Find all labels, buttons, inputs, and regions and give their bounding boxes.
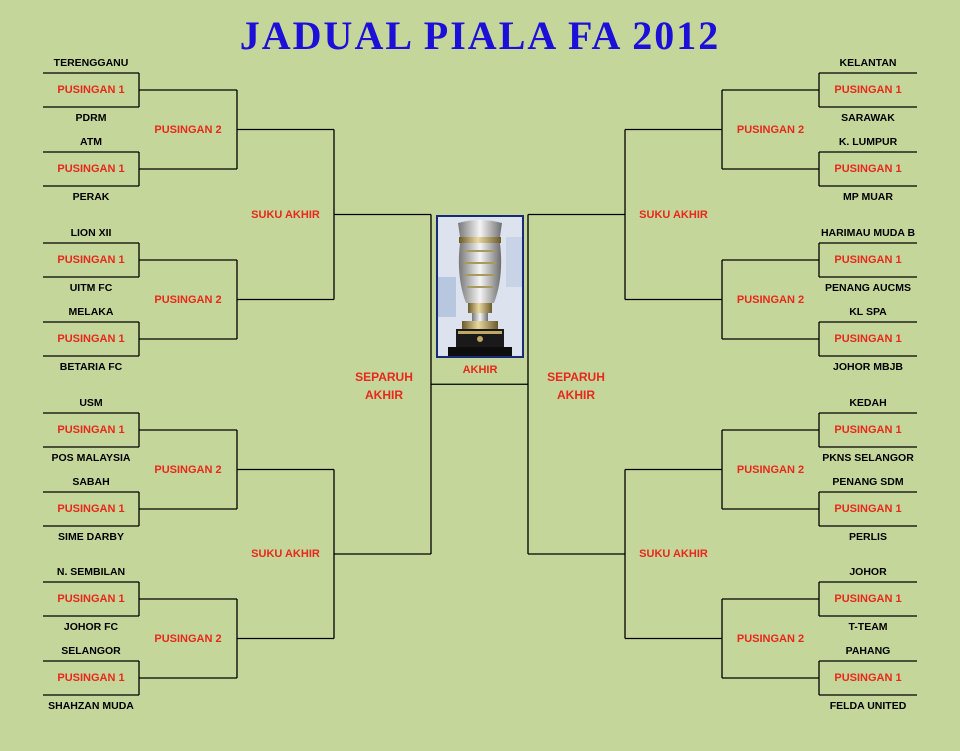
left-team-name: UITM FC	[69, 282, 113, 294]
left-round1-label: PUSINGAN 1	[57, 672, 125, 684]
left-round1-label: PUSINGAN 1	[57, 84, 125, 96]
right-team-name: SARAWAK	[841, 112, 895, 124]
left-team-name: LION XII	[70, 227, 112, 239]
left-round2-label: PUSINGAN 2	[154, 293, 222, 306]
left-team-name: TERENGGANU	[53, 57, 129, 69]
right-team-name: KL SPA	[849, 306, 887, 318]
left-round1-label: PUSINGAN 1	[57, 333, 125, 345]
left-team-name: MELAKA	[68, 306, 114, 318]
right-round2-label: PUSINGAN 2	[736, 293, 805, 306]
right-team-name: PERLIS	[849, 531, 887, 543]
left-team-name: ATM	[80, 136, 102, 148]
right-round1-label: PUSINGAN 1	[834, 163, 902, 175]
left-quarter-label: SUKU AKHIR	[251, 208, 320, 221]
right-team-name: MP MUAR	[843, 191, 893, 203]
page-title: JADUAL PIALA FA 2012	[239, 13, 721, 58]
right-quarter-label: SUKU AKHIR	[639, 548, 708, 560]
left-team-name: POS MALAYSIA	[51, 452, 131, 464]
right-round1-label: PUSINGAN 1	[834, 503, 902, 515]
left-round1-label: PUSINGAN 1	[57, 593, 125, 605]
right-team-name: T-TEAM	[848, 621, 888, 633]
left-team-name: PDRM	[75, 112, 107, 124]
right-semi-label: SEPARUH AKHIR	[547, 370, 605, 403]
right-team-name: PENANG SDM	[832, 476, 904, 488]
right-team-name: KEDAH	[849, 397, 887, 409]
left-team-name: USM	[79, 397, 103, 409]
left-team-name: SHAHZAN MUDA	[48, 700, 134, 712]
right-round2-label: PUSINGAN 2	[736, 123, 805, 136]
right-team-name: K. LUMPUR	[838, 136, 898, 148]
right-team-name: JOHOR MBJB	[832, 361, 903, 373]
left-round2-label: PUSINGAN 2	[154, 463, 222, 476]
right-round1-label: PUSINGAN 1	[834, 593, 902, 605]
left-team-name: SELANGOR	[61, 645, 121, 657]
final-label: AKHIR	[462, 364, 498, 377]
left-round1-label: PUSINGAN 1	[57, 254, 125, 266]
left-round2-label: PUSINGAN 2	[154, 123, 222, 136]
left-round1-label: PUSINGAN 1	[57, 503, 125, 515]
left-team-name: SABAH	[72, 476, 110, 488]
left-team-name: N. SEMBILAN	[56, 566, 126, 578]
right-team-name: PENANG AUCMS	[825, 282, 911, 294]
right-team-name: KELANTAN	[839, 57, 897, 69]
left-team-name: BETARIA FC	[59, 361, 123, 373]
left-round1-label: PUSINGAN 1	[57, 163, 125, 175]
right-quarter-label: SUKU AKHIR	[639, 208, 708, 221]
right-round1-label: PUSINGAN 1	[834, 254, 902, 266]
right-round1-label: PUSINGAN 1	[834, 672, 902, 684]
left-team-name: SIME DARBY	[58, 531, 124, 543]
left-semi-label: SEPARUH AKHIR	[355, 370, 413, 403]
trophy-image	[436, 215, 524, 358]
right-team-name: FELDA UNITED	[829, 700, 907, 712]
right-team-name: HARIMAU MUDA B	[820, 227, 916, 239]
right-team-name: PKNS SELANGOR	[822, 452, 914, 464]
left-round1-label: PUSINGAN 1	[57, 424, 125, 436]
left-team-name: JOHOR FC	[63, 621, 119, 633]
right-team-name: JOHOR	[849, 566, 887, 578]
left-team-name: PERAK	[72, 191, 110, 203]
left-quarter-label: SUKU AKHIR	[251, 548, 320, 560]
right-team-name: PAHANG	[845, 645, 891, 657]
left-round2-label: PUSINGAN 2	[154, 632, 222, 645]
right-round1-label: PUSINGAN 1	[834, 84, 902, 96]
right-round1-label: PUSINGAN 1	[834, 424, 902, 436]
right-round2-label: PUSINGAN 2	[736, 632, 805, 645]
trophy-icon	[438, 217, 522, 356]
right-round1-label: PUSINGAN 1	[834, 333, 902, 345]
right-round2-label: PUSINGAN 2	[736, 463, 805, 476]
